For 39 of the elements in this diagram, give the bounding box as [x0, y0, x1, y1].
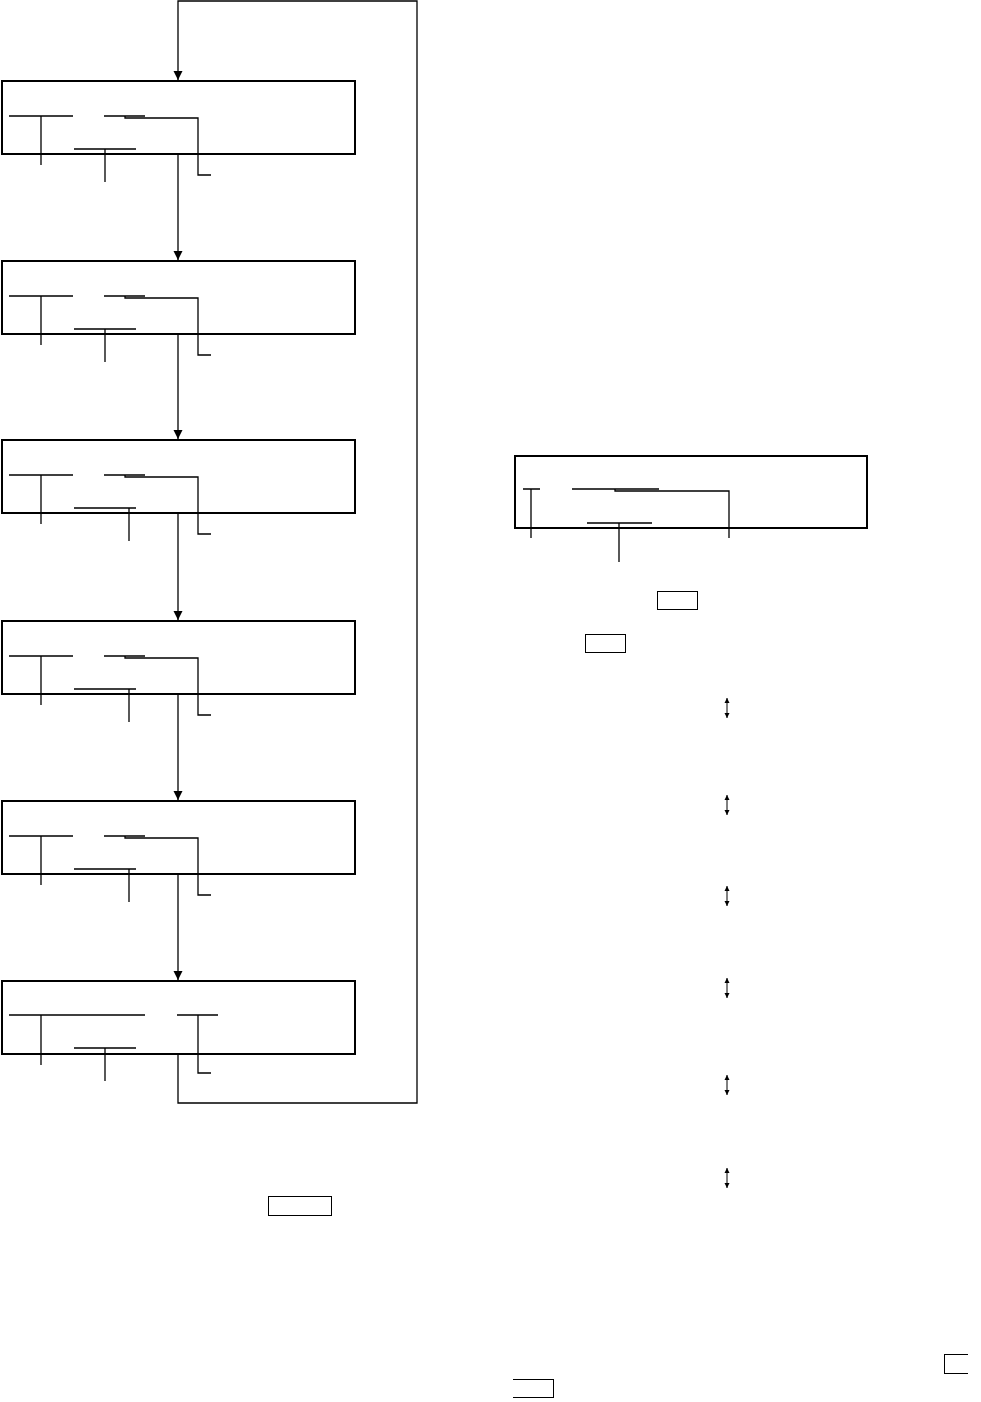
leader-line	[73, 148, 137, 183]
leader-line	[103, 655, 212, 716]
leader-line	[103, 115, 212, 176]
leader-line	[73, 328, 137, 363]
leader-line	[103, 835, 212, 896]
leader-line	[73, 507, 137, 542]
display-screen-box	[1, 980, 356, 1055]
display-screen-box	[1, 800, 356, 875]
key-box	[268, 1196, 332, 1216]
leader-line	[522, 488, 541, 539]
display-screen-box	[1, 620, 356, 695]
leader-line	[103, 295, 212, 356]
leader-line	[73, 688, 137, 723]
leader-line	[8, 474, 74, 525]
leader-line	[8, 835, 74, 886]
leader-line	[8, 115, 74, 166]
arrow	[173, 874, 183, 981]
leader-line	[73, 868, 137, 903]
leader-line	[103, 474, 212, 535]
key-box	[585, 634, 626, 653]
leader-line	[8, 1014, 146, 1066]
arrow	[173, 513, 183, 621]
arrow	[173, 0, 418, 1104]
arrow	[173, 154, 183, 261]
display-screen-box	[1, 260, 356, 335]
arrow	[173, 334, 183, 440]
leader-line	[8, 655, 74, 706]
arrow	[173, 694, 183, 801]
leader-line	[73, 1047, 137, 1082]
key-box	[657, 591, 698, 610]
key-box	[513, 1379, 554, 1398]
display-screen-box	[1, 80, 356, 155]
key-box	[944, 1354, 968, 1374]
leader-line	[586, 522, 653, 563]
leader-line	[571, 488, 730, 539]
display-screen-box	[514, 455, 868, 529]
leader-line	[8, 295, 74, 346]
leader-line	[176, 1014, 219, 1074]
display-screen-box	[1, 439, 356, 514]
